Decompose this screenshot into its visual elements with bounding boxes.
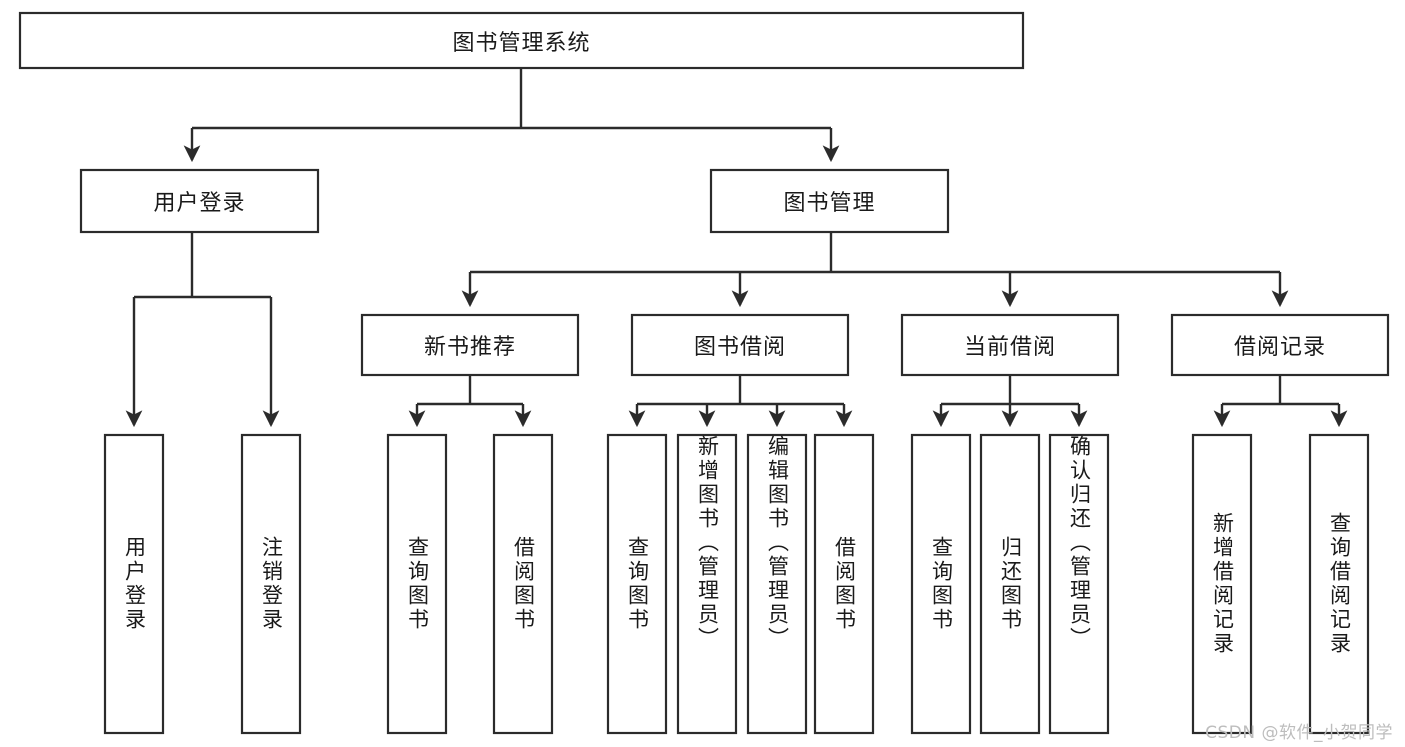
node-box-user-login[interactable] xyxy=(79,168,320,234)
node-box-book-borrow[interactable] xyxy=(630,313,850,377)
node-box-leaf-query-book-1[interactable] xyxy=(386,433,448,735)
node-box-leaf-add-record[interactable] xyxy=(1191,433,1253,735)
node-box-current-borrow[interactable] xyxy=(900,313,1120,377)
node-box-leaf-edit-book[interactable] xyxy=(746,433,808,735)
node-box-leaf-confirm-return[interactable] xyxy=(1048,433,1110,735)
connector-group-book-borrow xyxy=(628,375,853,428)
node-box-book-management[interactable] xyxy=(709,168,950,234)
node-box-new-book-recommend[interactable] xyxy=(360,313,580,377)
node-box-leaf-user-login[interactable] xyxy=(103,433,165,735)
node-box-leaf-return-book[interactable] xyxy=(979,433,1041,735)
connector-group-borrow-record xyxy=(1213,375,1348,428)
node-box-leaf-query-book-3[interactable] xyxy=(910,433,972,735)
node-box-leaf-borrow-book-1[interactable] xyxy=(492,433,554,735)
node-box-leaf-add-book[interactable] xyxy=(676,433,738,735)
node-box-title[interactable] xyxy=(18,11,1025,70)
connector-group-root xyxy=(183,68,840,163)
node-box-leaf-query-book-2[interactable] xyxy=(606,433,668,735)
node-box-leaf-borrow-book-2[interactable] xyxy=(813,433,875,735)
node-box-borrow-record[interactable] xyxy=(1170,313,1390,377)
watermark-text: CSDN @软件_小贺同学 xyxy=(1205,723,1393,743)
connector-group-new-book-recommend xyxy=(408,375,532,428)
connector-group-user-login xyxy=(125,232,280,428)
node-box-leaf-query-record[interactable] xyxy=(1308,433,1370,735)
connector-group-book-management xyxy=(461,232,1289,308)
node-box-leaf-logout-login[interactable] xyxy=(240,433,302,735)
connector-group-current-borrow xyxy=(932,375,1088,428)
